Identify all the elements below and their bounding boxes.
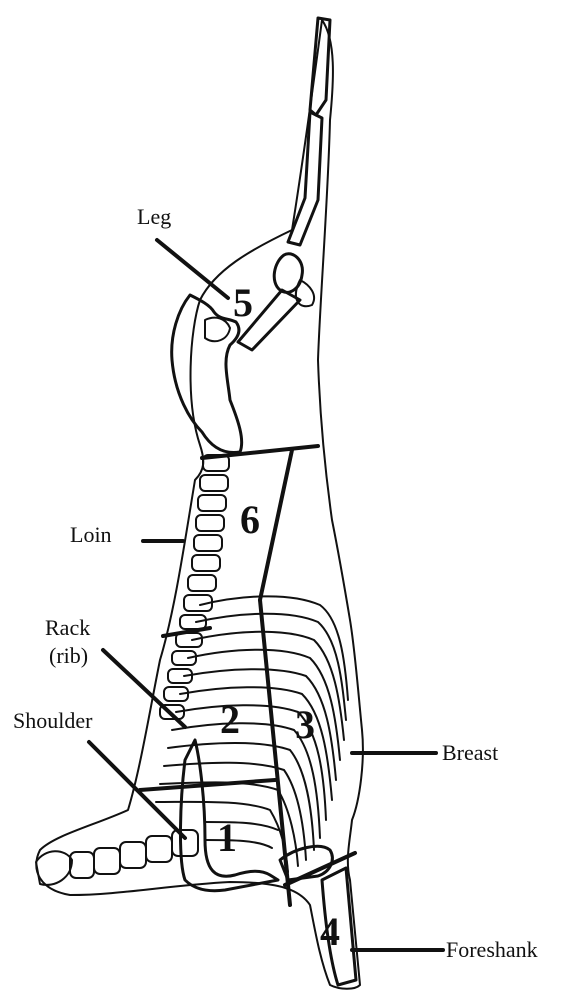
leader-line-leg [157,240,228,298]
cut-line-rack-breast [260,600,290,905]
region-number-shoulder: 1 [217,818,237,858]
label-leg: Leg [137,206,171,228]
region-number-rack: 2 [220,700,240,740]
region-number-foreshank: 4 [320,912,340,952]
loin-vertebrae [160,455,229,719]
label-rack-rib: (rib) [49,645,88,667]
label-loin: Loin [70,524,112,546]
label-rack: Rack [45,617,90,639]
label-foreshank: Foreshank [446,939,538,961]
region-number-loin: 6 [240,500,260,540]
leader-line-shoulder [89,742,185,838]
region-number-leg: 5 [233,283,253,323]
cut-line-loin-breast [260,450,292,600]
label-shoulder: Shoulder [13,710,92,732]
region-number-breast: 3 [295,705,315,745]
label-breast: Breast [442,742,498,764]
